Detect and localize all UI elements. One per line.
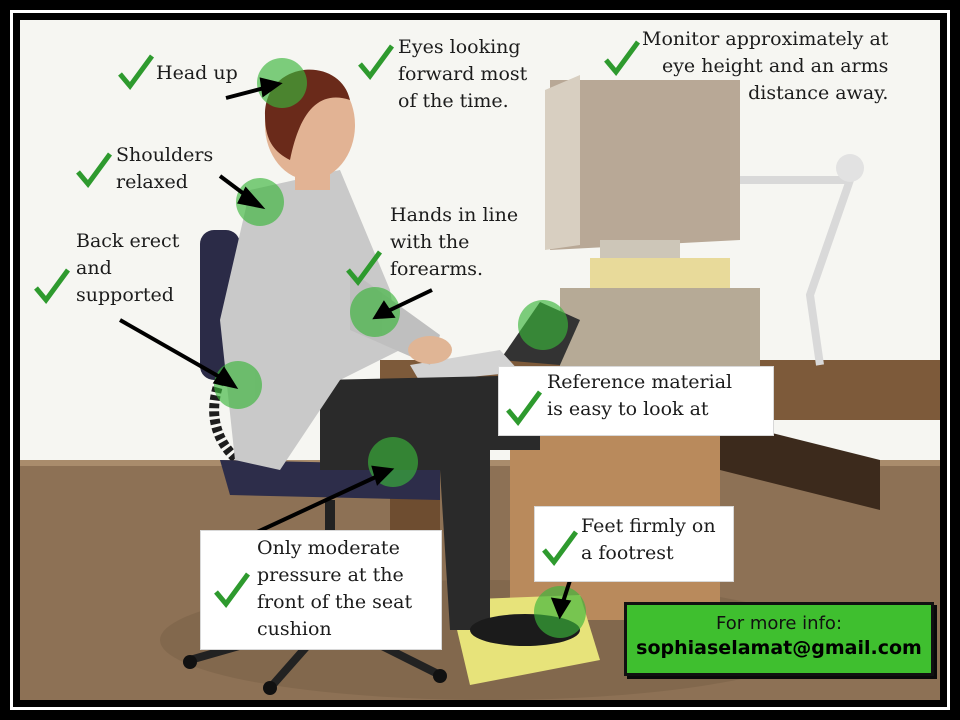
- monitor: [550, 80, 740, 250]
- keyboard: [410, 350, 520, 382]
- checkmark-icon: [504, 388, 544, 428]
- ergonomics-illustration: Head up Eyes looking forward most of the…: [20, 20, 940, 700]
- person-jacket: [220, 170, 400, 470]
- checkmark-icon: [212, 570, 252, 610]
- checkmark-icon: [540, 528, 580, 568]
- checkmark-icon: [602, 38, 642, 78]
- scene-artwork: [20, 58, 940, 700]
- label-monitor: Monitor approximately at eye height and …: [642, 28, 889, 104]
- label-reference: Reference material is easy to look at: [498, 366, 774, 436]
- computer-case: [560, 288, 760, 366]
- label-head-up: Head up: [156, 62, 238, 84]
- checkmark-icon: [344, 248, 384, 288]
- desk-lamp: [740, 176, 856, 366]
- highlight-markers: [214, 58, 586, 638]
- label-hands: Hands in line with the forearms.: [390, 204, 519, 280]
- person-legs: [320, 375, 540, 630]
- checkmark-icon: [74, 150, 114, 190]
- checkmark-icon: [356, 42, 396, 82]
- info-email: sophiaselamat@gmail.com: [636, 637, 922, 659]
- label-shoulders: Shoulders relaxed: [116, 144, 214, 193]
- checkmark-icon: [32, 266, 72, 306]
- info-line-heading: For more info:: [715, 613, 843, 634]
- label-eyes: Eyes looking forward most of the time.: [398, 36, 528, 112]
- label-seat: Only moderate pressure at the front of t…: [200, 530, 442, 650]
- contact-info-box: For more info: sophiaselamat@gmail.com: [624, 602, 934, 676]
- checkmark-icon: [116, 52, 156, 92]
- label-back: Back erect and supported: [76, 230, 180, 306]
